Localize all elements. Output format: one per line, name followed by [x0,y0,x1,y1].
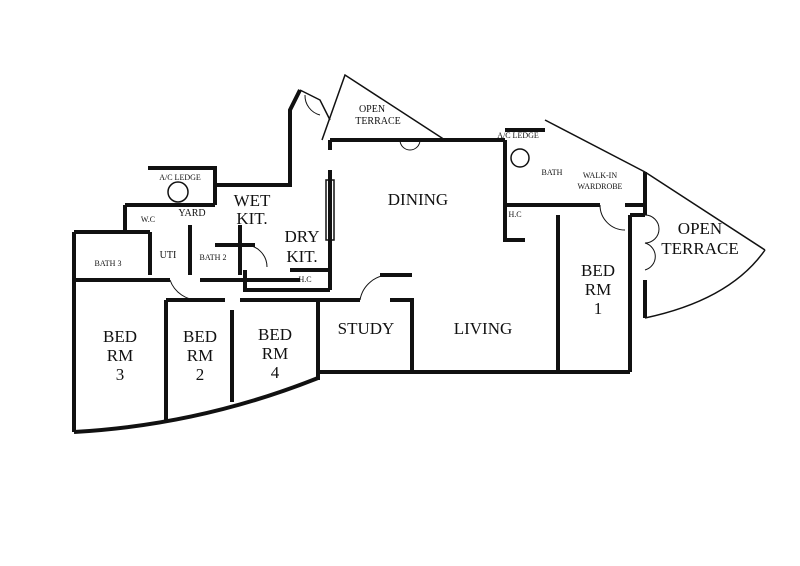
wet-kit-label-2: KIT. [236,209,267,228]
open-terrace-top-label-1: OPEN [359,104,385,115]
walls [72,73,766,434]
bed-4-label-2: RM [262,344,288,363]
uti-label: UTI [160,250,177,261]
wc-label: W.C [141,215,155,224]
bed-1-label-3: 1 [594,299,603,318]
doors [167,94,660,301]
living-label: LIVING [454,319,513,338]
walk-in-label-1: WALK-IN [583,171,617,180]
study-label: STUDY [338,319,395,338]
open-terrace-top-label-2: TERRACE [355,116,401,127]
dining-label: DINING [388,190,448,209]
bed-2-label-1: BED [183,327,217,346]
yard-label: YARD [178,208,205,219]
dry-kit-label-2: KIT. [286,247,317,266]
bed-4-label-3: 4 [271,363,280,382]
walk-in-label-2: WARDROBE [578,182,623,191]
bath-master-label: BATH [542,168,563,177]
bed-4-label-1: BED [258,325,292,344]
bath-3-label: BATH 3 [95,259,122,268]
dry-kit-label-1: DRY [285,227,320,246]
bed-3-label-3: 3 [116,365,125,384]
bed-3-label-1: BED [103,327,137,346]
open-terrace-right-label-2: TERRACE [661,239,738,258]
ac-ledge-left-label: A/C LEDGE [159,173,201,182]
bath-2-label: BATH 2 [200,253,227,262]
bed-3-label-2: RM [107,346,133,365]
ac-ledge-right-label: A/C LEDGE [497,131,539,140]
bed-1-label-1: BED [581,261,615,280]
bed-2-label-2: RM [187,346,213,365]
open-terrace-right-label-1: OPEN [678,219,722,238]
bed-2-label-3: 2 [196,365,205,384]
room-labels: OPEN TERRACE A/C LEDGE A/C LEDGE DINING … [95,104,739,384]
hc-master-label: H.C [508,210,521,219]
hc-kitchen-label: H.C [298,275,311,284]
bed-1-label-2: RM [585,280,611,299]
wet-kit-label-1: WET [234,191,271,210]
